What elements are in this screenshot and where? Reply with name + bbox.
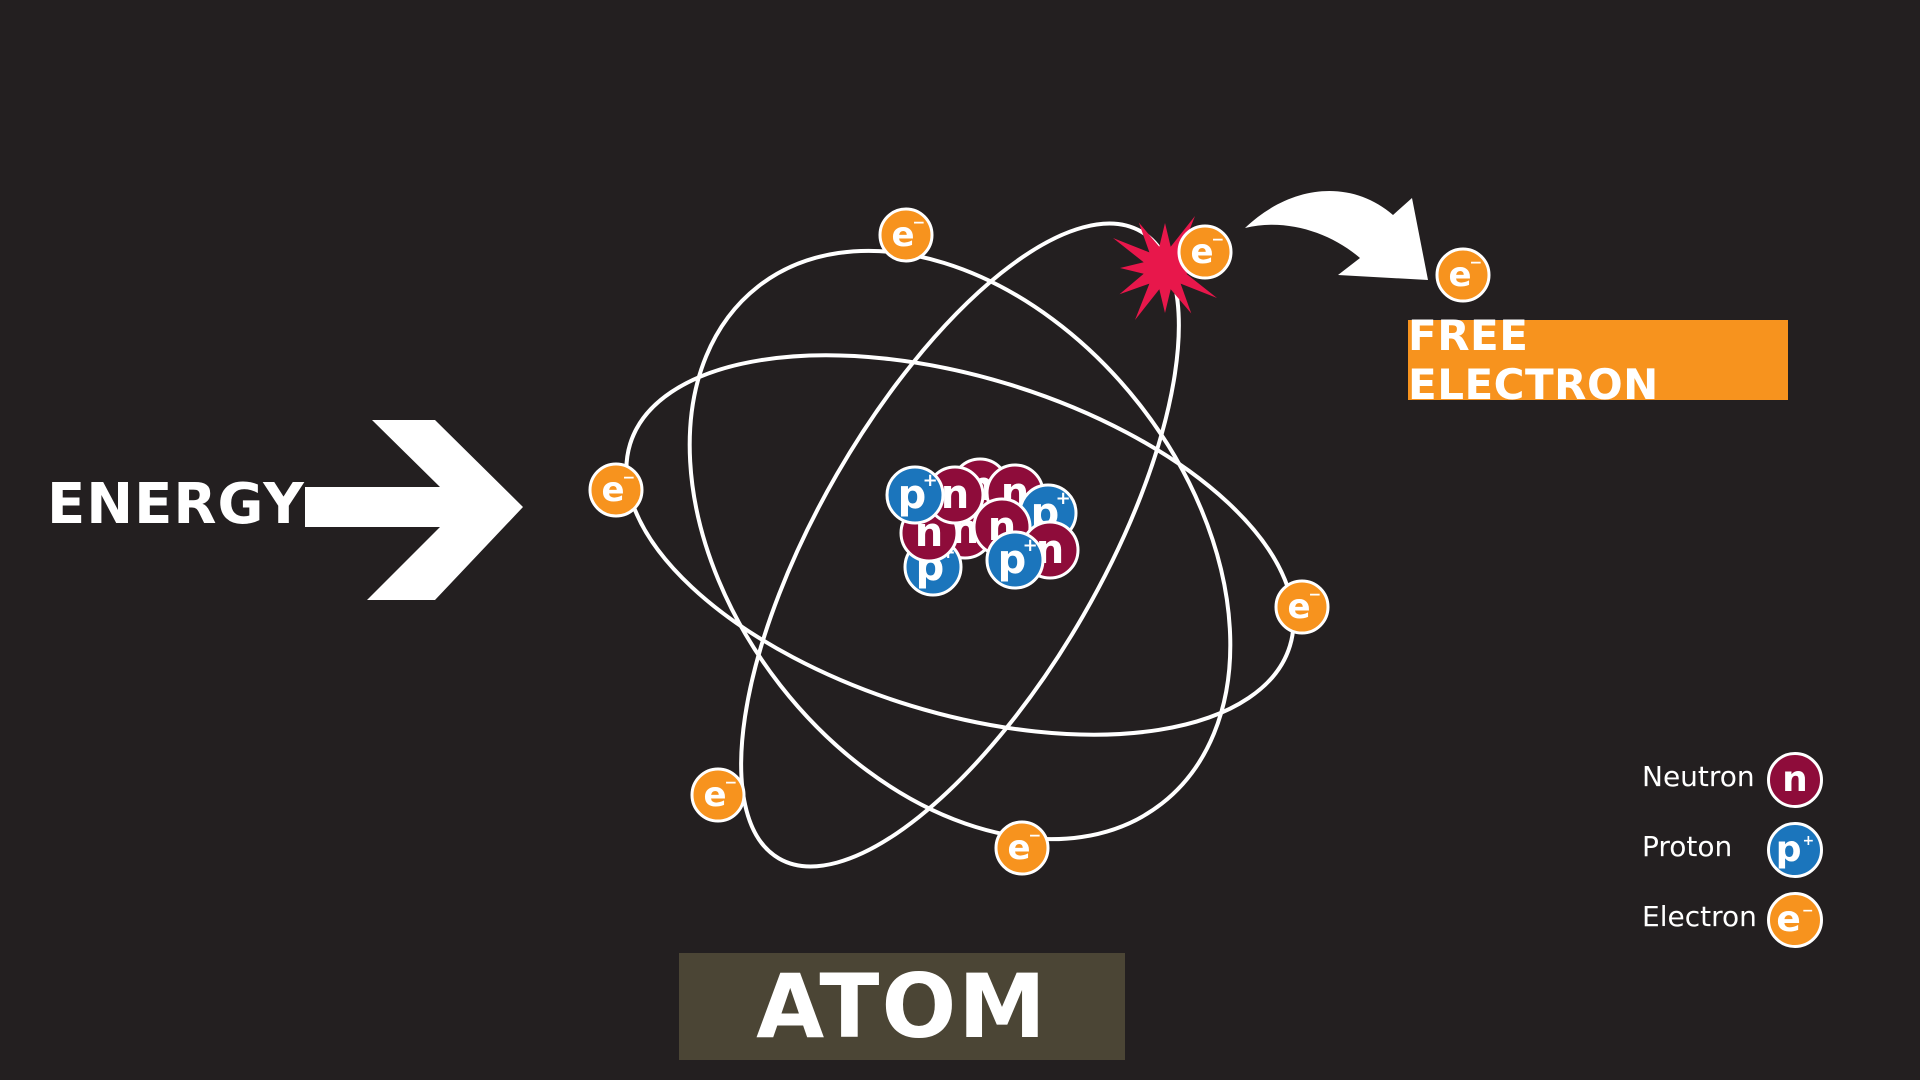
- neutron-10: n: [925, 465, 985, 525]
- legend-neutron-symbol: n: [1782, 759, 1808, 800]
- electron-5-body: [690, 767, 746, 823]
- legend-neutron-label: Neutron: [1642, 760, 1755, 793]
- electron-1-body: [878, 207, 934, 263]
- atom-title: ATOM: [756, 955, 1048, 1058]
- neutron-10-symbol: n: [941, 472, 969, 518]
- electron-6-charge: −: [1029, 827, 1042, 845]
- ejection-arrow: [1245, 191, 1428, 280]
- energy-label: ENERGY: [47, 472, 305, 537]
- electron-3: e−: [588, 462, 644, 518]
- free-electron-label: FREE ELECTRON: [1408, 311, 1659, 409]
- legend-electron-label: Electron: [1642, 900, 1757, 933]
- proton-11: p+: [885, 465, 945, 525]
- electron-5-symbol: e: [703, 775, 726, 815]
- legend-electron-icon: e−: [1767, 892, 1823, 948]
- proton-9-charge: +: [1023, 535, 1038, 556]
- legend-neutron-icon: n: [1767, 752, 1823, 808]
- electron-4-body: [1274, 579, 1330, 635]
- orbits: [624, 216, 1296, 869]
- electron-4: e−: [1274, 579, 1330, 635]
- orbit-3: [739, 221, 1181, 869]
- legend-proton-charge: +: [1802, 833, 1815, 849]
- electron-3-body: [588, 462, 644, 518]
- free-electron-symbol: e: [1448, 255, 1471, 295]
- electron-5: e−: [690, 767, 746, 823]
- legend-proton-label: Proton: [1642, 830, 1733, 863]
- electron-2-body: [1177, 224, 1233, 280]
- proton-9-symbol: p: [998, 537, 1027, 583]
- electron-6: e−: [994, 820, 1050, 876]
- electron-3-symbol: e: [601, 470, 624, 510]
- proton-11-charge: +: [923, 470, 938, 491]
- electron-1: e−: [878, 207, 934, 263]
- electron-6-body: [994, 820, 1050, 876]
- energy-arrow: [305, 420, 523, 600]
- orbit-1: [624, 353, 1296, 737]
- spark-burst: [1113, 216, 1217, 320]
- legend-electron-symbol: e: [1776, 899, 1801, 940]
- free-electron-body: [1435, 247, 1491, 303]
- legend-electron-charge: −: [1801, 903, 1814, 919]
- electron-3-charge: −: [623, 469, 636, 487]
- proton-9: p+: [985, 530, 1045, 590]
- legend-proton-icon: p+: [1767, 822, 1823, 878]
- electron-1-charge: −: [913, 214, 926, 232]
- electron-4-symbol: e: [1287, 587, 1310, 627]
- free-electron-box: FREE ELECTRON: [1408, 311, 1788, 409]
- electron-5-charge: −: [725, 774, 738, 792]
- electron-2: e−: [1177, 224, 1233, 280]
- free-electron: e−: [1435, 247, 1491, 303]
- electron-1-symbol: e: [891, 215, 914, 255]
- free-electron-charge: −: [1470, 254, 1483, 272]
- proton-9-body: [985, 530, 1045, 590]
- electrons: e−e−e−e−e−e−e−: [588, 207, 1491, 876]
- electron-4-charge: −: [1309, 586, 1322, 604]
- electron-2-symbol: e: [1190, 232, 1213, 272]
- electron-6-symbol: e: [1007, 828, 1030, 868]
- orbit-2: [687, 248, 1233, 842]
- proton-11-symbol: p: [898, 472, 927, 518]
- atom-title-box: ATOM: [679, 953, 1125, 1060]
- arrows: [305, 191, 1428, 600]
- legend-proton-symbol: p: [1775, 829, 1802, 870]
- proton-3-charge: +: [1056, 488, 1071, 509]
- electron-2-charge: −: [1212, 231, 1225, 249]
- proton-11-body: [885, 465, 945, 525]
